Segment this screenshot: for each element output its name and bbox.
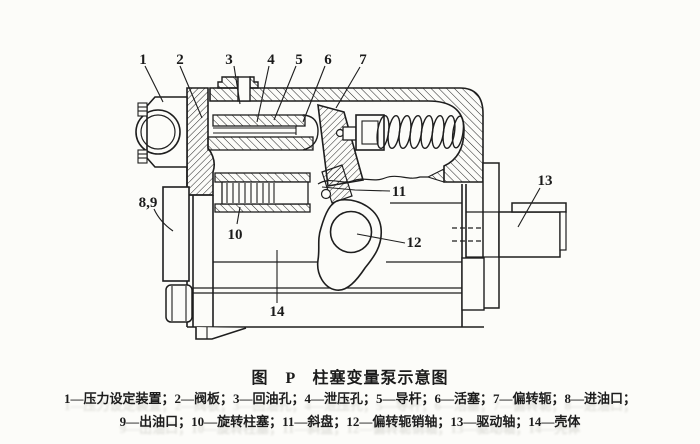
piston	[335, 114, 385, 151]
callout-6: 6	[324, 52, 332, 68]
callout-10: 10	[228, 227, 243, 243]
callout-8-9: 8,9	[139, 195, 158, 211]
callout-5: 5	[295, 52, 303, 68]
housing-foot	[195, 327, 247, 340]
housing-body	[186, 167, 484, 328]
callout-4: 4	[267, 52, 275, 68]
port-block	[162, 186, 190, 282]
control-cylinder	[207, 114, 319, 151]
callout-14: 14	[270, 304, 286, 320]
figure-title: 图 P 柱塞变量泵示意图	[251, 370, 449, 387]
figure-legend-line-2: 9—出油口；10—旋转柱塞；11—斜盘；12—偏转轭销轴；13—驱动轴；14—壳…	[119, 414, 581, 429]
mounting-flange	[461, 162, 500, 311]
callout-11: 11	[392, 184, 406, 200]
rotating-piston	[214, 172, 311, 213]
callout-2: 2	[176, 52, 184, 68]
callout-3: 3	[225, 52, 233, 68]
deflection-yoke	[317, 103, 365, 187]
yoke-pivot-arm	[316, 199, 383, 291]
leader-lines	[144, 65, 541, 303]
bolt	[165, 284, 193, 323]
callout-7: 7	[359, 52, 367, 68]
slipper-shoe	[320, 164, 353, 204]
spring	[376, 114, 465, 150]
pressure-setting-device	[135, 96, 188, 168]
callout-13: 13	[538, 173, 553, 189]
callout-1: 1	[139, 52, 147, 68]
callout-numbers: 1 2 3 4 5 6 7 8,9 10 11 12 13 14	[139, 52, 553, 320]
figure-legend-line-1: 1—压力设定装置；2—阀板；3—回油孔；4—泄压孔；5—导杆；6—活塞；7—偏转…	[63, 391, 636, 406]
drive-shaft	[452, 202, 567, 258]
callout-12: 12	[407, 235, 422, 251]
